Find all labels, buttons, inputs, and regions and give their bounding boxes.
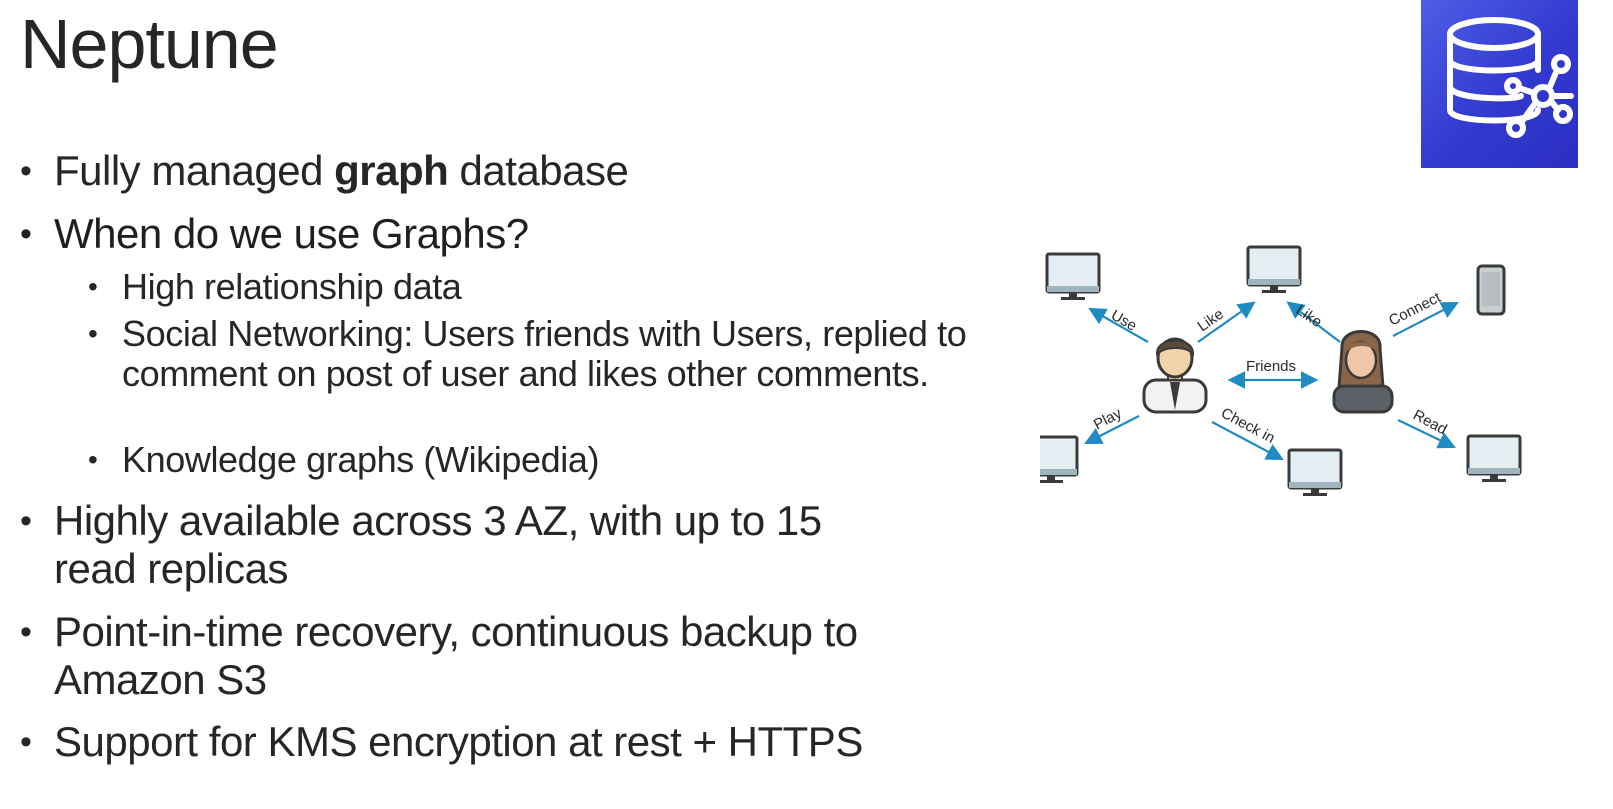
bullet-text-part: Fully managed	[54, 147, 335, 194]
edge-read	[1397, 419, 1456, 449]
social-graph-svg: Use Like Like Connect Friends Play Check…	[1023, 245, 1522, 498]
bullet-text: Fully managed graph database	[54, 147, 974, 195]
bullet-text: Point-in-time recovery, continuous backu…	[54, 608, 858, 703]
bullet-glyph: •	[20, 502, 32, 540]
edge-like-man	[1197, 301, 1256, 343]
monitor-icon	[1466, 434, 1522, 484]
bullet-glyph: •	[88, 271, 98, 302]
edge-checkin	[1211, 421, 1284, 461]
bullet-glyph: •	[20, 723, 32, 761]
bullet-text: Support for KMS encryption at rest + HTT…	[54, 718, 863, 765]
sub-bullet-text: High relationship data	[122, 266, 462, 307]
edge-label-read: Read	[1410, 407, 1450, 439]
bullet-glyph: •	[20, 215, 32, 253]
monitor-icon	[1045, 252, 1101, 302]
slide-title: Neptune	[20, 5, 279, 83]
bullet-glyph: •	[20, 152, 32, 190]
woman-avatar-icon	[1332, 330, 1394, 414]
monitor-icon	[1023, 435, 1079, 485]
bullet-text-emphasis: graph	[334, 147, 449, 194]
edge-connect	[1392, 301, 1459, 337]
social-graph-diagram: Use Like Like Connect Friends Play Check…	[1023, 240, 1580, 520]
sub-bullet-text: Knowledge graphs (Wikipedia)	[122, 439, 600, 480]
bullet-text: Highly available across 3 AZ, with up to…	[54, 497, 822, 592]
bullet-glyph: •	[88, 318, 98, 349]
monitor-icon	[1287, 448, 1343, 498]
edge-use	[1088, 307, 1149, 343]
database-graph-icon	[1447, 17, 1574, 138]
edge-label-friends: Friends	[1246, 358, 1296, 375]
edge-play	[1084, 415, 1140, 444]
edge-label-play: Play	[1091, 405, 1125, 434]
man-avatar-icon	[1142, 337, 1208, 414]
monitor-icon	[1246, 245, 1302, 295]
neptune-logo	[1421, 0, 1578, 168]
edge-label-use: Use	[1108, 307, 1140, 335]
sub-bullet-text: Social Networking: Users friends with Us…	[122, 313, 967, 394]
bullet-glyph: •	[20, 613, 32, 651]
smartphone-icon	[1476, 264, 1506, 316]
bullet-text: When do we use Graphs?	[54, 210, 529, 257]
bullet-glyph: •	[88, 444, 98, 475]
edge-label-like: Like	[1195, 306, 1227, 336]
edge-like-woman	[1286, 301, 1341, 343]
bullet-text-part: database	[448, 147, 629, 194]
